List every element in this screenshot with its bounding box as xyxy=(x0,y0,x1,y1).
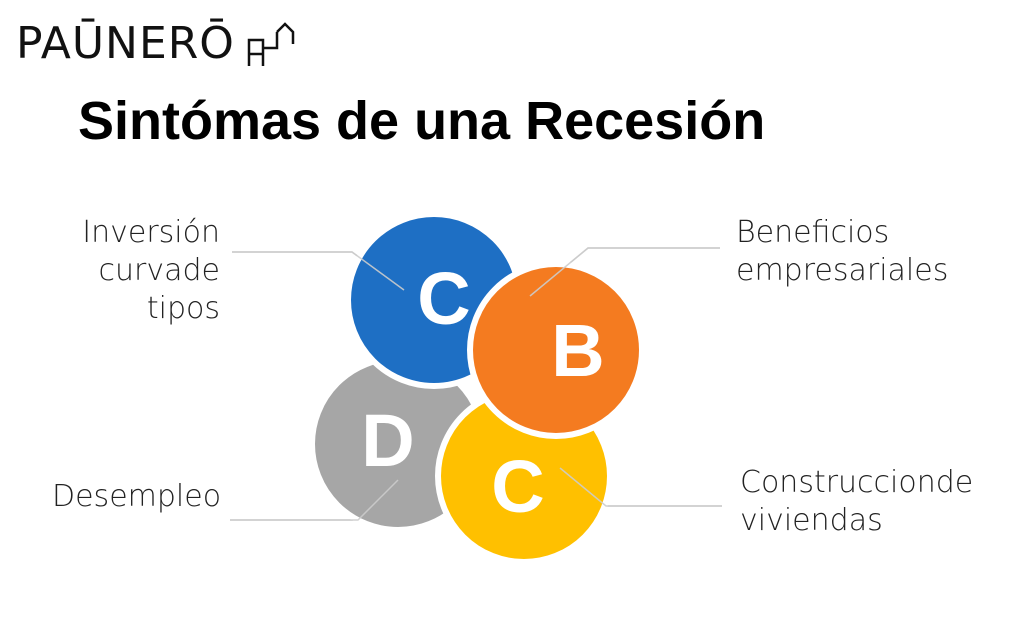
label-inversion-curva-tipos: Inversión curvade tipos xyxy=(82,214,220,328)
label-beneficios-empresariales: Beneficios empresariales xyxy=(736,214,948,290)
circle-letter-top-left: C xyxy=(417,257,470,340)
circles-group: DC CB xyxy=(309,211,645,565)
connector-top-right-overlay xyxy=(529,247,720,297)
brand-name: PAŪNERŌ xyxy=(16,18,235,69)
connector-bottom-right-overlay xyxy=(559,467,722,507)
connector-overlay xyxy=(230,247,722,521)
label-line: empresariales xyxy=(736,253,949,288)
label-line: Inversión xyxy=(82,215,220,250)
circle-letter-bottom-right: C xyxy=(491,445,544,528)
connector-bottom-left-overlay xyxy=(230,479,399,521)
label-construccion-viviendas: Construccionde viviendas xyxy=(740,464,973,540)
connector-top-left-overlay xyxy=(232,251,405,291)
label-line: viviendas xyxy=(740,503,883,538)
label-line: curvade xyxy=(98,253,220,288)
circle-shape-top-right xyxy=(467,261,645,439)
label-line: Desempleo xyxy=(52,479,222,514)
page-title: Sintómas de una Recesión xyxy=(78,91,766,151)
label-line: Beneficios xyxy=(736,215,890,250)
building-chart-icon xyxy=(247,22,295,66)
circle-letter-bottom-left: D xyxy=(361,399,414,482)
label-desempleo: Desempleo xyxy=(52,478,221,516)
label-line: Construccionde xyxy=(740,465,974,500)
label-line: tipos xyxy=(146,291,220,326)
circle-letter-top-right: B xyxy=(551,309,604,392)
brand-logo: PAŪNERŌ xyxy=(16,18,297,70)
circle-top-right: B xyxy=(467,261,645,439)
